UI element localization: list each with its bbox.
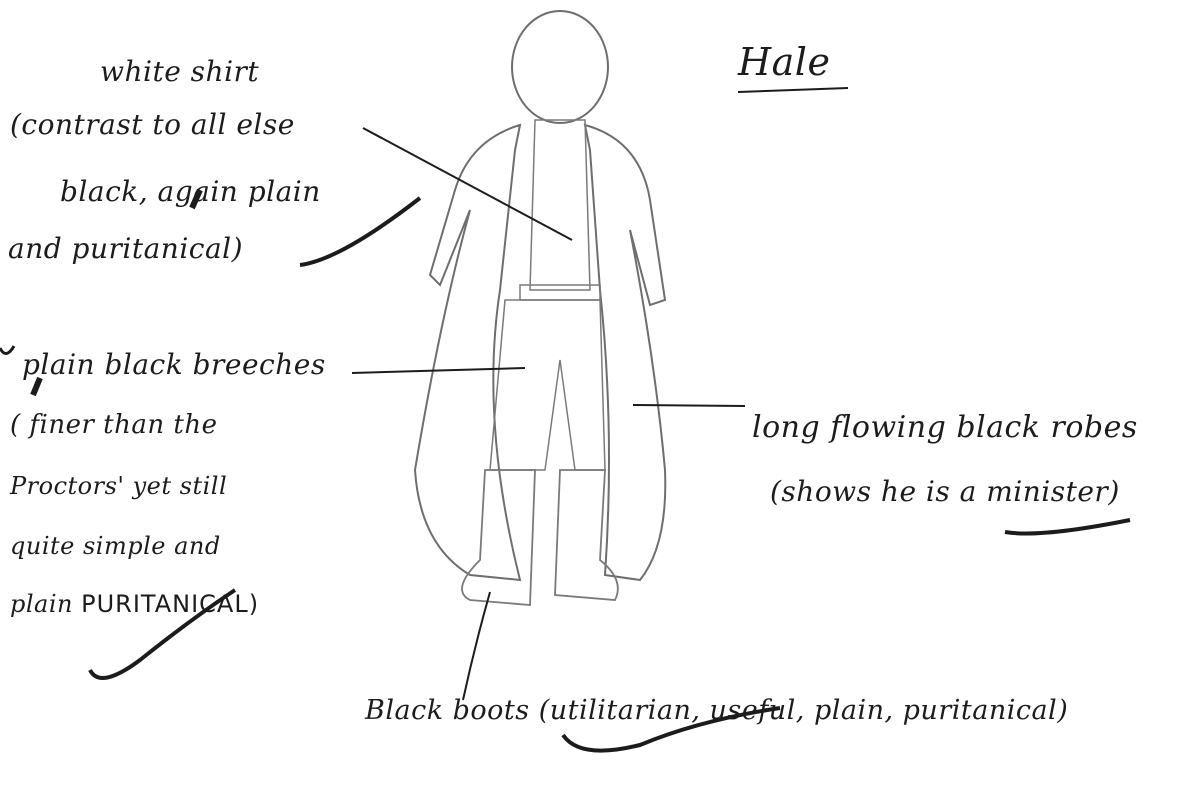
leader-boots (463, 592, 490, 700)
shirt-note-line3: black, again plain (60, 175, 321, 208)
robes-note-line1: long flowing black robes (752, 410, 1138, 445)
sketch-head (512, 11, 608, 123)
breeches-note-puritanical: PURITANICAL) (81, 590, 259, 618)
leader-shirt (363, 128, 572, 240)
breeches-note-line3: Proctors' yet still (10, 472, 227, 500)
check-mark-small (0, 346, 14, 354)
leader-robes (633, 405, 745, 406)
breeches-note-line1: plain black breeches (22, 348, 326, 381)
sketch-robe (415, 125, 520, 580)
check-mark-shirt (300, 198, 420, 265)
shirt-note-line4: and puritanical) (8, 232, 243, 265)
sketch-breeches (490, 300, 605, 470)
sketch-belt (520, 285, 600, 300)
breeches-note-plain: plain (10, 590, 81, 618)
breeches-note-line2: ( finer than the (10, 410, 217, 440)
page-title: Hale (738, 40, 830, 84)
title-underline (738, 88, 848, 92)
breeches-note-line5: plain PURITANICAL) (10, 590, 259, 618)
shirt-note-line2: (contrast to all else (10, 108, 295, 141)
sketch-boot-left (462, 470, 535, 605)
breeches-note-line4: quite simple and (10, 532, 221, 560)
boots-note-line1: Black boots (utilitarian, useful, plain,… (365, 695, 1068, 726)
shirt-note-line1: white shirt (100, 55, 259, 88)
check-mark-minister (1005, 520, 1130, 534)
robes-note-line2: (shows he is a minister) (770, 475, 1120, 508)
sketch-robe-right (585, 125, 665, 580)
sketch-shirt (530, 120, 590, 290)
